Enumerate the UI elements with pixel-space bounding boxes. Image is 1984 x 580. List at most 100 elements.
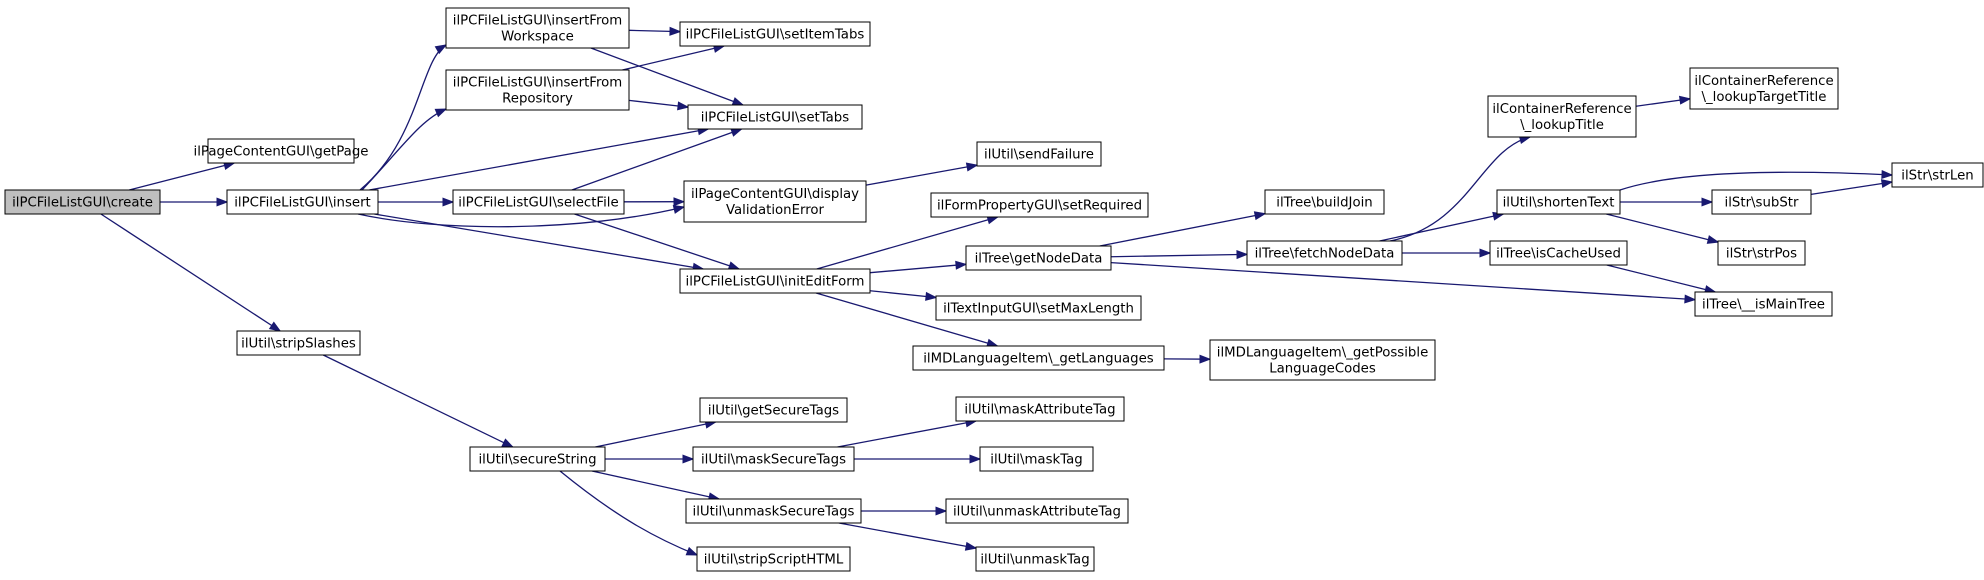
edge-line (1379, 213, 1504, 242)
edge-line (322, 354, 514, 448)
node-box[interactable] (912, 345, 1165, 371)
node-box[interactable] (692, 446, 855, 472)
node-box[interactable] (1489, 240, 1628, 266)
node-fetchNodeData[interactable]: ilTree\fetchNodeData (1246, 240, 1403, 266)
node-label: ilMDLanguageItem\_getLanguages (923, 352, 1154, 367)
node-box[interactable] (236, 330, 361, 356)
node-box[interactable] (445, 69, 630, 111)
node-label: ilContainerReference (1694, 74, 1833, 89)
node-label: ilTree\fetchNodeData (1255, 247, 1395, 262)
edge-secureString-to-stripScriptHTML (559, 470, 699, 556)
node-maskTag[interactable]: ilUtil\maskTag (979, 446, 1094, 472)
node-label: ilPCFileListGUI\insertFrom (453, 14, 622, 29)
node-getNodeData[interactable]: ilTree\getNodeData (965, 245, 1112, 271)
node-subStr[interactable]: ilStr\subStr (1711, 189, 1812, 215)
node-getLanguages[interactable]: ilMDLanguageItem\_getLanguages (912, 345, 1165, 371)
edge-insert-to-initEditForm (374, 213, 705, 272)
node-strPos[interactable]: ilStr\strPos (1717, 240, 1806, 266)
node-label: ilTree\isCacheUsed (1496, 247, 1621, 262)
node-box[interactable] (1246, 240, 1403, 266)
node-create[interactable]: ilPCFileListGUI\create (4, 189, 161, 215)
node-getPage[interactable]: ilPageContentGUI\getPage (194, 138, 369, 164)
node-buildJoin[interactable]: ilTree\buildJoin (1264, 189, 1385, 215)
node-strLen[interactable]: ilStr\strLen (1891, 162, 1984, 188)
node-stripSlashes[interactable]: ilUtil\stripSlashes (236, 330, 361, 356)
node-box[interactable] (930, 192, 1149, 218)
node-shortenText[interactable]: ilUtil\shortenText (1496, 189, 1621, 215)
edge-line (1606, 264, 1716, 293)
node-secureString[interactable]: ilUtil\secureString (469, 446, 606, 472)
edge-line (837, 420, 977, 448)
node-box[interactable] (226, 189, 379, 215)
node-insert[interactable]: ilPCFileListGUI\insert (226, 189, 379, 215)
node-box[interactable] (469, 446, 606, 472)
edge-line (865, 164, 978, 186)
node-setTabs[interactable]: ilPCFileListGUI\setTabs (687, 104, 863, 130)
node-unmaskTag[interactable]: ilUtil\unmaskTag (975, 546, 1095, 572)
node-label: ilTree\getNodeData (975, 252, 1103, 267)
node-setMaxLength[interactable]: ilTextInputGUI\setMaxLength (935, 295, 1142, 321)
edge-line (374, 213, 704, 270)
node-isMainTree[interactable]: ilTree\__isMainTree (1694, 291, 1833, 317)
node-box[interactable] (679, 268, 871, 294)
edge-getLanguages-to-getPossibleLanguageCodes (1163, 354, 1212, 364)
node-box[interactable] (979, 446, 1094, 472)
node-initEditForm[interactable]: ilPCFileListGUI\initEditForm (679, 268, 871, 294)
node-box[interactable] (1496, 189, 1621, 215)
node-box[interactable] (1487, 95, 1637, 138)
node-box[interactable] (1694, 291, 1833, 317)
edge-create-to-insert (160, 197, 229, 207)
node-setItemTabs[interactable]: ilPCFileListGUI\setItemTabs (679, 21, 871, 47)
node-lookupTargetTitle[interactable]: ilContainerReference\_lookupTargetTitle (1689, 67, 1839, 110)
node-setRequired[interactable]: ilFormPropertyGUI\setRequired (930, 192, 1149, 218)
node-label: Repository (502, 92, 573, 107)
node-label: ilUtil\unmaskSecureTags (693, 505, 855, 520)
node-box[interactable] (945, 498, 1129, 524)
edge-insert-to-insertFromRepository (361, 108, 448, 191)
node-box[interactable] (1264, 189, 1385, 215)
node-box[interactable] (4, 189, 161, 215)
edge-line (1810, 181, 1893, 196)
node-selectFile[interactable]: ilPCFileListGUI\selectFile (452, 189, 625, 215)
arrowhead (1706, 235, 1720, 244)
node-isCacheUsed[interactable]: ilTree\isCacheUsed (1489, 240, 1628, 266)
node-box[interactable] (955, 396, 1125, 422)
node-box[interactable] (976, 141, 1102, 167)
node-getSecureTags[interactable]: ilUtil\getSecureTags (699, 397, 848, 423)
node-box[interactable] (679, 21, 871, 47)
arrowhead (1479, 248, 1492, 258)
node-box[interactable] (965, 245, 1112, 271)
node-getPossibleLanguageCodes[interactable]: ilMDLanguageItem\_getPossibleLanguageCod… (1209, 339, 1436, 381)
node-box[interactable] (699, 397, 848, 423)
node-unmaskSecureTags[interactable]: ilUtil\unmaskSecureTags (685, 498, 862, 524)
node-maskSecureTags[interactable]: ilUtil\maskSecureTags (692, 446, 855, 472)
node-box[interactable] (696, 546, 851, 572)
node-box[interactable] (1711, 189, 1812, 215)
node-box[interactable] (1209, 339, 1436, 381)
edge-secureString-to-maskSecureTags (605, 454, 695, 464)
node-box[interactable] (1689, 67, 1839, 110)
node-box[interactable] (975, 546, 1095, 572)
node-box[interactable] (452, 189, 625, 215)
node-box[interactable] (685, 498, 862, 524)
node-box[interactable] (687, 104, 863, 130)
node-box[interactable] (207, 138, 355, 164)
node-label: ilUtil\maskAttributeTag (964, 403, 1115, 418)
node-unmaskAttributeTag[interactable]: ilUtil\unmaskAttributeTag (945, 498, 1129, 524)
arrowhead (672, 205, 686, 214)
node-box[interactable] (935, 295, 1142, 321)
node-box[interactable] (683, 180, 867, 223)
arrowhead (969, 454, 982, 464)
node-box[interactable] (1717, 240, 1806, 266)
node-lookupTitle[interactable]: ilContainerReference\_lookupTitle (1487, 95, 1637, 138)
node-box[interactable] (445, 7, 630, 49)
node-stripScriptHTML[interactable]: ilUtil\stripScriptHTML (696, 546, 851, 572)
node-box[interactable] (1891, 162, 1984, 188)
node-maskAttributeTag[interactable]: ilUtil\maskAttributeTag (955, 396, 1125, 422)
node-label: ilTree\__isMainTree (1702, 298, 1825, 313)
arrowhead (1684, 294, 1697, 304)
node-sendFailure[interactable]: ilUtil\sendFailure (976, 141, 1102, 167)
